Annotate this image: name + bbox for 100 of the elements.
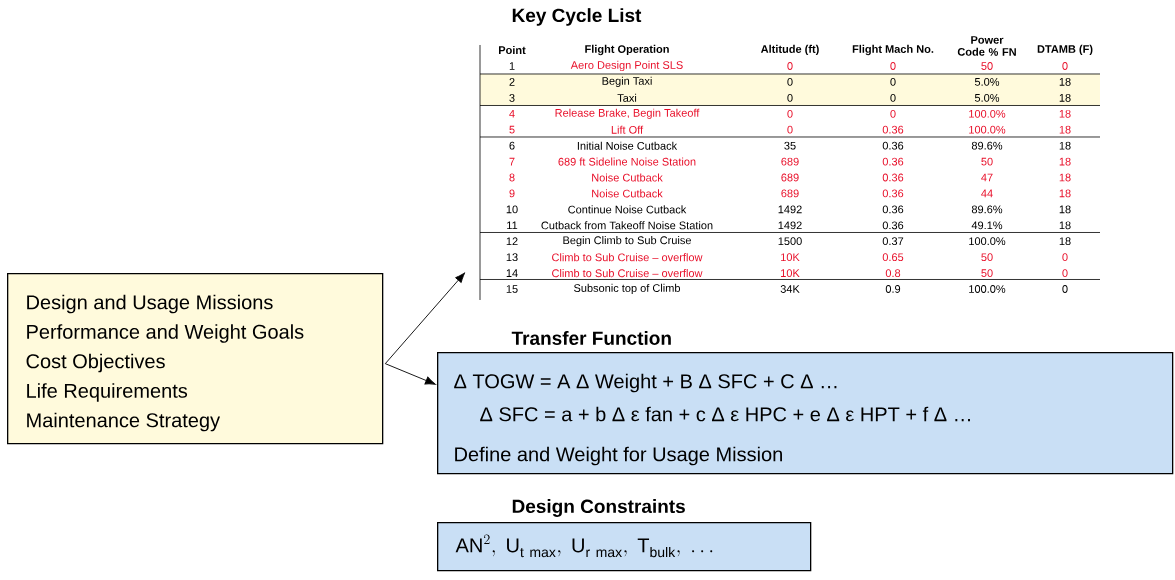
table-entry: 0.8 — [885, 269, 901, 277]
table-entry: Aero Design Point SLS — [570, 60, 683, 72]
table-entry: 34K — [780, 285, 800, 293]
table-entry: 689 — [781, 189, 799, 198]
column-header: Altitude (ft) — [760, 44, 819, 56]
table-entry: 2 — [509, 78, 515, 86]
table-entry: 18 — [1059, 189, 1071, 198]
table-entry: 0.36 — [882, 189, 904, 198]
table-entry: 14 — [506, 269, 518, 277]
table-entry: 50 — [981, 157, 993, 166]
table-entry: 18 — [1059, 205, 1071, 214]
table-entry: 0 — [890, 94, 896, 102]
table-entry: 0 — [1062, 253, 1068, 262]
table-entry: Lift Off — [611, 125, 644, 134]
arrow — [384, 272, 466, 365]
table-entry: 89.6% — [971, 205, 1003, 214]
table-entry: 0.37 — [882, 237, 904, 246]
table-entry: Climb to Sub Cruise – overflow — [552, 269, 703, 278]
table-entry: 18 — [1059, 125, 1071, 134]
table-entry: 100.0% — [969, 285, 1006, 293]
table-entry: 15 — [506, 285, 518, 293]
formula-box: Transfer Function Δ TOGW = A Δ Weight + B Δ SFC + C Δ … Δ SFC = a + b Δ ε fan + c Δ ε HPC + e Δ ε HPT + f Δ … Define and Weight for Usage Mission — [437, 331, 1174, 475]
table-entry: 7 — [509, 157, 515, 166]
table-entry: 18 — [1059, 141, 1071, 150]
table-entry: 10K — [781, 253, 800, 262]
table-entry: 100.0% — [969, 109, 1006, 118]
table-entry: 0.36 — [882, 173, 904, 182]
table-entry: 10 — [506, 205, 518, 214]
table-entry: 0.36 — [882, 141, 904, 150]
table-entry: Noise Cutback — [592, 189, 663, 198]
table-entry: 1492 — [778, 205, 802, 214]
table-entry: 10K — [781, 269, 800, 277]
table-entry: Cutback from Takeoff Noise Station — [541, 221, 713, 230]
table-entry: 35 — [784, 141, 796, 150]
table-entry: 50 — [981, 62, 993, 70]
table-entry: 0 — [787, 62, 793, 70]
table-entry: 8 — [509, 173, 515, 182]
table-entry: 0 — [787, 94, 793, 102]
table-entry: 18 — [1059, 157, 1071, 166]
table-entry: 0.36 — [882, 205, 904, 214]
table-entry: 18 — [1059, 173, 1071, 182]
table-entry: 689 — [781, 173, 799, 182]
table-entry: 4 — [509, 110, 515, 118]
table-entry: 3 — [509, 94, 515, 102]
table-entry: 18 — [1059, 237, 1071, 246]
table-entry: 5.0% — [974, 94, 1000, 102]
table-entry: 1492 — [778, 221, 802, 230]
table-entry: 11 — [507, 221, 518, 230]
table-entry: 1500 — [778, 237, 802, 246]
table-entry: 47 — [981, 173, 993, 182]
table-entry: Release Brake, Begin Takeoff — [555, 108, 700, 119]
table-entry: 50 — [981, 253, 993, 262]
node-label: Design Constraints — [512, 499, 685, 517]
table-entry: 18 — [1059, 94, 1071, 102]
table-entry: 6 — [509, 141, 515, 150]
table-entry: 18 — [1059, 109, 1071, 118]
table-entry: 0.36 — [882, 125, 904, 134]
table-entry: Noise Cutback — [592, 173, 663, 182]
table-entry: 0 — [1062, 62, 1068, 70]
table-entry: 0 — [890, 62, 896, 70]
table-entry: 0 — [890, 109, 896, 118]
table-entry: Subsonic top of Climb — [574, 283, 680, 295]
column-header: Point — [499, 45, 526, 55]
table-entry: 13 — [506, 253, 518, 262]
table-entry: 18 — [1059, 78, 1071, 86]
table-entry: 689 ft Sideline Noise Station — [558, 157, 696, 166]
column-header: DTAMB (F) — [1037, 44, 1093, 56]
table-entry: 0 — [1062, 285, 1068, 293]
column-header: Flight Operation — [585, 44, 669, 56]
table-entry: 100.0% — [969, 125, 1006, 134]
table-entry: 9 — [509, 189, 515, 198]
table-entry: Initial Noise Cutback — [577, 141, 678, 150]
column-header: Flight Mach No. — [852, 44, 934, 56]
table-entry: 49.1% — [971, 221, 1003, 230]
arrow — [384, 363, 436, 385]
table-entry: 0.9 — [885, 285, 901, 293]
table-entry: 0 — [1062, 269, 1068, 277]
table-entry: 0.36 — [882, 221, 904, 230]
table-entry: 12 — [506, 237, 518, 246]
table-entry: 18 — [1059, 221, 1071, 230]
table-entry: 689 — [781, 157, 799, 166]
table-entry: 5.0% — [974, 78, 1000, 86]
table-entry: Taxi — [617, 93, 637, 102]
node-label: Transfer Function — [511, 331, 671, 345]
table-entry: 100.0% — [969, 237, 1006, 246]
table-entry: 5 — [509, 125, 515, 134]
table-entry: 0 — [787, 109, 793, 118]
text-box: Design and Usage Missions Performance and Weight Goals Cost Objectives Life Requirements Maintenance Strategy — [7, 273, 384, 445]
table-entry: Continue Noise Cutback — [568, 205, 687, 214]
table-entry: 44 — [981, 189, 993, 198]
table-entry: 0 — [890, 78, 896, 86]
table-entry: 0.65 — [882, 253, 904, 262]
table-entry: 0.36 — [882, 157, 904, 166]
constraint-box: Design Constraints $\mathrm{AN}^{2}\mathrm{,\ U}_{\mathrm{t\ max}}\mathrm{,\ U}_{\mathrm{r\ max}}\mathrm{,\ T}_{\mathrm{bulk}}\mathrm{,}\ \ldots$ — [437, 499, 812, 572]
table-entry: 0 — [787, 125, 793, 134]
table-entry: 1 — [509, 62, 515, 70]
table-entry: Climb to Sub Cruise – overflow — [552, 253, 703, 262]
table-entry: 89.6% — [971, 141, 1003, 150]
table-entry: Begin Taxi — [602, 76, 652, 87]
table-entry: 50 — [981, 269, 993, 277]
